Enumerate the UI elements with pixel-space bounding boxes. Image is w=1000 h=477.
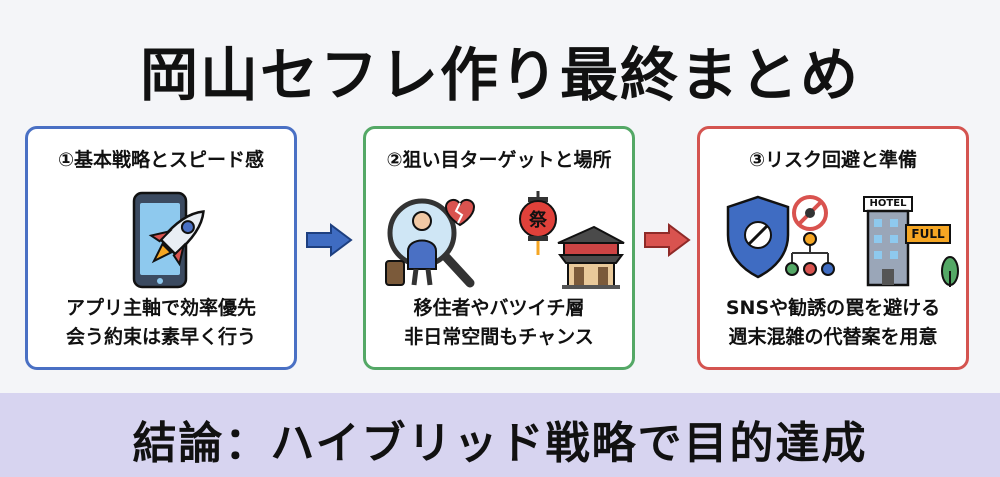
card-strategy: ①基本戦略とスピード感 アプリ主軸で効率優先 会う約束は素早く行う	[25, 126, 297, 370]
magnifier-person-icon	[385, 198, 476, 288]
card-text: 移住者やバツイチ層 非日常空間もチャンス	[404, 297, 594, 348]
lantern-temple-icon	[519, 191, 625, 289]
card-title: ②狙い目ターゲットと場所	[386, 149, 612, 171]
card-risk: ③リスク回避と準備	[697, 126, 969, 370]
lantern-sign: 祭	[529, 210, 547, 231]
arrow-right-icon	[644, 223, 691, 257]
hotel-sign: HOTEL	[869, 198, 907, 209]
full-sign: FULL	[911, 227, 945, 241]
card-title: ③リスク回避と準備	[748, 149, 918, 171]
card-target: ②狙い目ターゲットと場所 祭 移	[363, 126, 635, 370]
smartphone-rocket-icon	[132, 191, 205, 289]
shield-network-icon	[726, 195, 835, 279]
card-icons	[28, 191, 294, 291]
card-text: アプリ主軸で効率優先 会う約束は素早く行う	[65, 297, 256, 348]
card-icons: 祭	[366, 191, 632, 291]
card-icons: HOTEL FULL	[700, 191, 966, 291]
conclusion-text: 結論：ハイブリッド戦略で目的達成	[132, 418, 868, 469]
card-text: SNSや勧誘の罠を避ける 週末混雑の代替案を用意	[725, 297, 941, 348]
card-title: ①基本戦略とスピード感	[57, 149, 265, 171]
conclusion-banner: 結論：ハイブリッド戦略で目的達成	[0, 393, 1000, 477]
arrow-right-icon	[306, 223, 353, 257]
page-title: 岡山セフレ作り最終まとめ	[139, 41, 860, 109]
hotel-icon	[863, 196, 959, 287]
